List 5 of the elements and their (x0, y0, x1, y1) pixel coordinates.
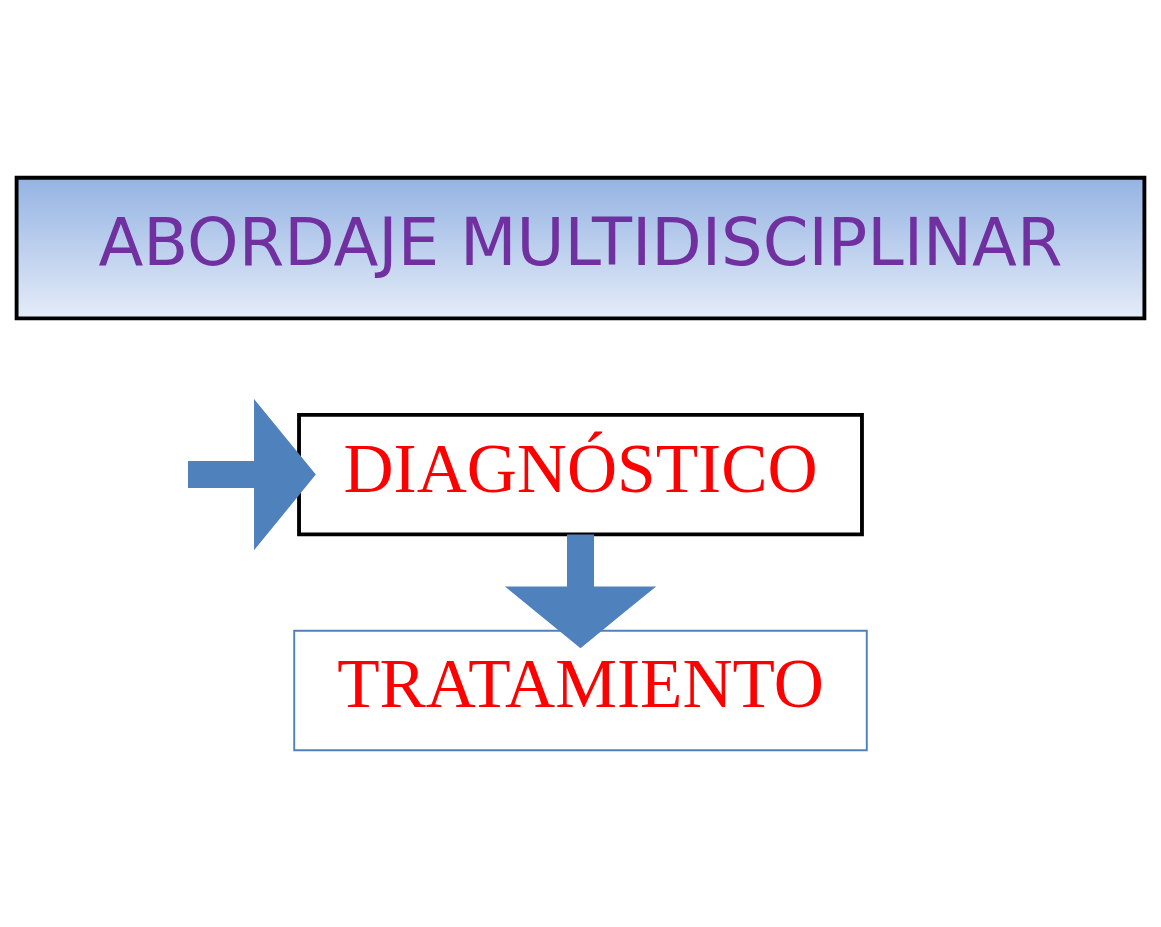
arrow (504, 534, 657, 648)
arrow (188, 398, 316, 550)
node-box: DIAGNÓSTICO (297, 412, 864, 536)
node-box: TRATAMIENTO (293, 629, 868, 751)
node-box: ABORDAJE MULTIDISCIPLINAR (14, 175, 1147, 320)
